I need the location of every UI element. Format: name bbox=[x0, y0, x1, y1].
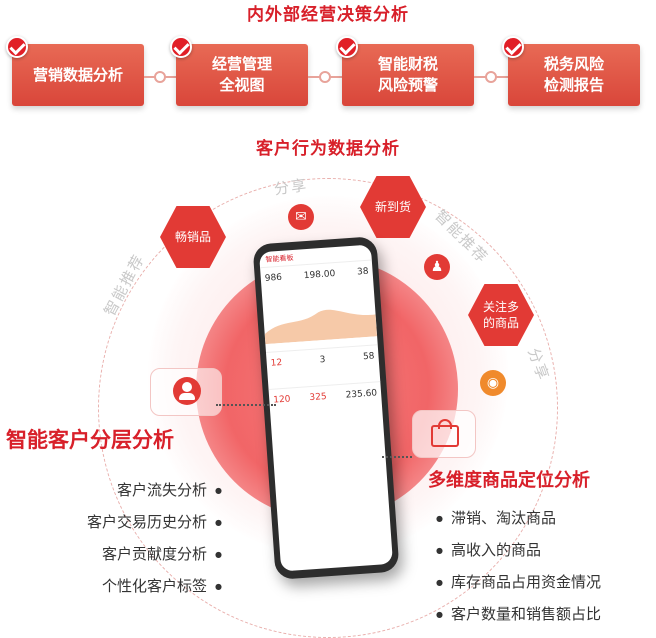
list-item: 个性化客户标签 bbox=[87, 570, 222, 602]
connector-dot-icon bbox=[319, 71, 331, 83]
hex-tag-bestseller[interactable]: 畅销品 bbox=[160, 205, 226, 269]
hex-tag-label: 畅销品 bbox=[174, 230, 211, 244]
phone-mockup: 智能看板 986 198.00 38 12 3 58 120 325 235.6… bbox=[252, 236, 400, 580]
card-label: 营销数据分析 bbox=[32, 65, 123, 84]
card-connector bbox=[308, 71, 342, 83]
hex-tag-label: 关注多 的商品 bbox=[482, 300, 519, 330]
user-icon-box bbox=[150, 368, 222, 416]
card-tax-risk-warning[interactable]: 智能财税 风险预警 bbox=[336, 36, 474, 106]
check-icon bbox=[336, 36, 358, 58]
connector-dot-icon bbox=[485, 71, 497, 83]
list-item: 客户交易历史分析 bbox=[87, 506, 222, 538]
left-pointer-line bbox=[216, 404, 276, 406]
qq-icon: ♟ bbox=[424, 254, 450, 280]
card-connector bbox=[474, 71, 508, 83]
check-icon bbox=[502, 36, 524, 58]
card-label: 经营管理 全视图 bbox=[211, 55, 272, 94]
list-item: 客户贡献度分析 bbox=[87, 538, 222, 570]
left-panel-title: 智能客户分层分析 bbox=[6, 428, 174, 452]
card-label: 智能财税 风险预警 bbox=[377, 55, 438, 94]
list-item: 滞销、淘汰商品 bbox=[436, 502, 601, 534]
user-icon bbox=[173, 377, 201, 405]
section-title: 客户行为数据分析 bbox=[256, 139, 400, 159]
right-panel-list: 滞销、淘汰商品 高收入的商品 库存商品占用资金情况 客户数量和销售额占比 bbox=[436, 502, 601, 630]
list-item: 客户流失分析 bbox=[87, 474, 222, 506]
phone-stat: 986 bbox=[264, 272, 283, 284]
card-marketing-analysis[interactable]: 营销数据分析 bbox=[6, 36, 144, 106]
shopping-bag-icon bbox=[412, 410, 476, 458]
phone-stat: 198.00 bbox=[303, 269, 336, 282]
check-icon bbox=[6, 36, 28, 58]
left-panel-list: 客户流失分析 客户交易历史分析 客户贡献度分析 个性化客户标签 bbox=[87, 474, 222, 602]
wechat-icon: ✉ bbox=[288, 204, 314, 230]
card-connector bbox=[144, 71, 176, 83]
list-item: 高收入的商品 bbox=[436, 534, 601, 566]
phone-stat: 3 bbox=[319, 354, 326, 366]
phone-stat: 325 bbox=[309, 391, 328, 404]
phone-stat: 38 bbox=[356, 266, 369, 278]
phone-stats-row: 12 3 58 bbox=[265, 344, 380, 375]
check-icon bbox=[170, 36, 192, 58]
phone-area-chart bbox=[264, 309, 378, 345]
phone-screen: 智能看板 986 198.00 38 12 3 58 120 325 235.6… bbox=[258, 244, 394, 572]
weibo-icon: ◉ bbox=[480, 370, 506, 396]
phone-stat: 235.60 bbox=[345, 388, 378, 401]
hex-tag-popular[interactable]: 关注多 的商品 bbox=[468, 283, 534, 347]
right-panel-title: 多维度商品定位分析 bbox=[428, 470, 590, 491]
connector-dot-icon bbox=[154, 71, 166, 83]
phone-stats-row: 120 325 235.60 bbox=[268, 381, 382, 412]
card-tax-risk-report[interactable]: 税务风险 检测报告 bbox=[502, 36, 640, 106]
hex-tag-label: 新到货 bbox=[374, 200, 411, 214]
right-pointer-line bbox=[382, 456, 412, 458]
card-label: 税务风险 检测报告 bbox=[543, 55, 604, 94]
list-item: 库存商品占用资金情况 bbox=[436, 566, 601, 598]
phone-stat: 58 bbox=[362, 351, 375, 363]
card-management-overview[interactable]: 经营管理 全视图 bbox=[170, 36, 308, 106]
hex-tag-new-arrival[interactable]: 新到货 bbox=[360, 175, 426, 239]
list-item: 客户数量和销售额占比 bbox=[436, 598, 601, 630]
phone-stat: 12 bbox=[270, 357, 283, 369]
page-title: 内外部经营决策分析 bbox=[247, 5, 409, 25]
